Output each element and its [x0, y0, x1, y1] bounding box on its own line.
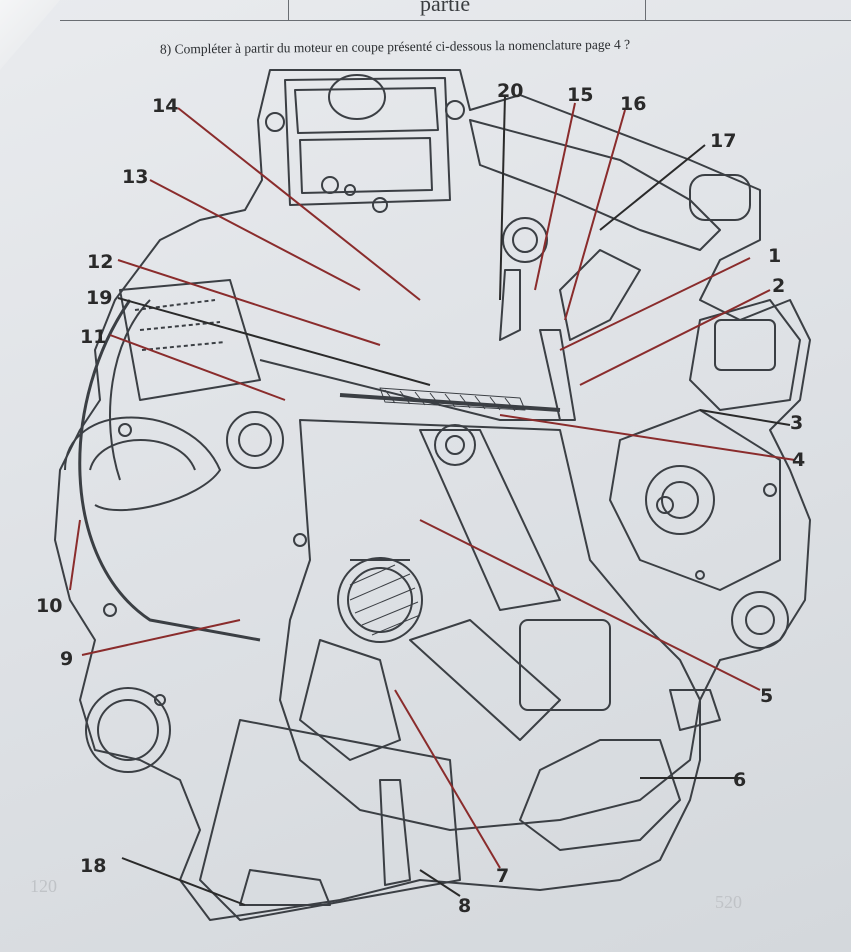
callout-8: 8	[458, 895, 471, 917]
engine-drawing	[54, 69, 811, 921]
leader-lines	[69, 94, 796, 906]
faint-margin-mark-right: 520	[715, 892, 742, 912]
callout-12: 12	[87, 251, 113, 273]
callout-17: 17	[710, 130, 736, 152]
callout-5: 5	[760, 685, 773, 707]
callout-2: 2	[772, 275, 785, 297]
callout-14: 14	[152, 95, 178, 117]
callout-20: 20	[497, 80, 523, 102]
callout-numbers: 1 2 3 4 5 6 7 8 9 10 11 12 13 14 15 16 1…	[36, 80, 805, 917]
callout-9: 9	[60, 648, 73, 670]
callout-10: 10	[36, 595, 62, 617]
callout-4: 4	[792, 449, 805, 471]
callout-19: 19	[86, 287, 112, 309]
callout-13: 13	[122, 166, 148, 188]
callout-18: 18	[80, 855, 106, 877]
callout-15: 15	[567, 84, 593, 106]
callout-6: 6	[733, 769, 746, 791]
callout-1: 1	[768, 245, 781, 267]
header-table-edge	[60, 0, 851, 21]
callout-16: 16	[620, 93, 646, 115]
callout-11: 11	[80, 326, 106, 348]
callout-7: 7	[496, 865, 509, 887]
header-word: partie	[420, 0, 471, 16]
callout-3: 3	[790, 412, 803, 434]
faint-margin-mark-left: 120	[30, 876, 57, 896]
